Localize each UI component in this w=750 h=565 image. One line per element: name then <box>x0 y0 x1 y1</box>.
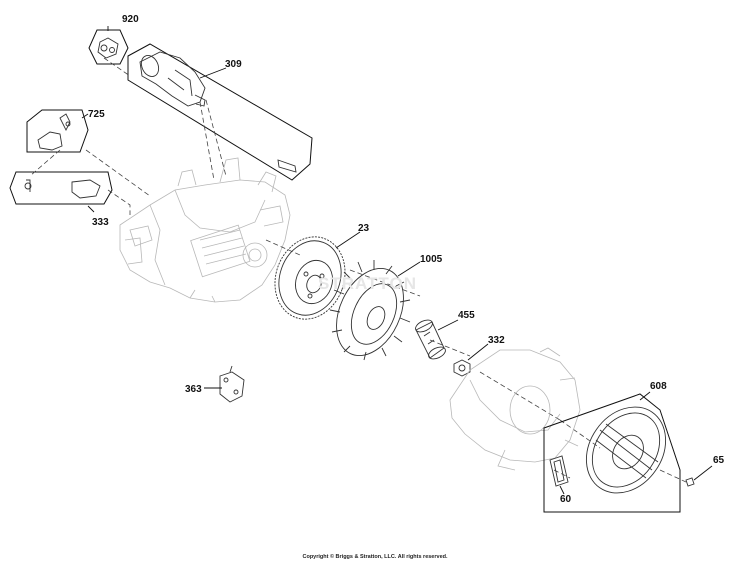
callout-725[interactable]: 725 <box>88 109 105 120</box>
part-60-handle <box>549 455 569 487</box>
part-608-rewind-starter <box>585 406 667 494</box>
callout-920[interactable]: 920 <box>122 14 139 25</box>
callout-332[interactable]: 332 <box>488 335 505 346</box>
copyright-notice: Copyright © Briggs & Stratton, LLC. All … <box>302 554 448 560</box>
part-455-cup <box>415 319 446 360</box>
part-23-flywheel <box>274 236 346 320</box>
assembly-lines <box>29 57 687 483</box>
part-65-screw <box>685 477 695 487</box>
callout-60[interactable]: 60 <box>560 494 572 505</box>
engine-block <box>119 157 291 303</box>
part-309-starter-motor <box>139 51 297 173</box>
part-725-switch <box>37 113 71 151</box>
callout-23[interactable]: 23 <box>358 223 370 234</box>
callout-65[interactable]: 65 <box>713 455 725 466</box>
callout-608[interactable]: 608 <box>650 381 667 392</box>
part-332-nut <box>453 359 471 377</box>
callout-309[interactable]: 309 <box>225 59 242 70</box>
part-1005-fan <box>329 260 411 361</box>
part-363-bracket <box>219 365 245 403</box>
callout-1005[interactable]: 1005 <box>420 254 443 265</box>
part-608-box <box>543 393 681 513</box>
part-333-sensor <box>24 179 101 199</box>
callout-363[interactable]: 363 <box>185 384 202 395</box>
part-920-box <box>88 29 129 65</box>
blower-housing <box>449 347 581 471</box>
callout-333[interactable]: 333 <box>92 217 109 228</box>
callout-455[interactable]: 455 <box>458 310 475 321</box>
part-333-box <box>9 171 113 205</box>
part-725-box <box>26 109 89 153</box>
part-920-clip <box>97 37 119 59</box>
part-309-box <box>127 43 313 181</box>
watermark: STRATTON <box>318 274 417 293</box>
